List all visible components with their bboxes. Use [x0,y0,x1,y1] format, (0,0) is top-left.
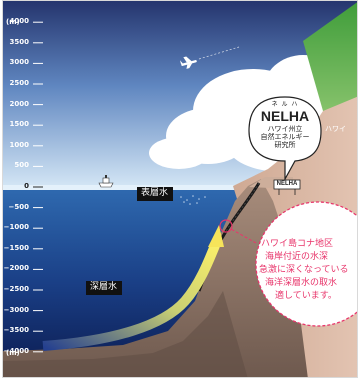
axis-tick-label: 500 [14,161,29,170]
deep-water-arrow [42,241,221,351]
axis-tick-label: −4000 [3,346,29,355]
nelha-sign [273,179,301,190]
axis-tick-label: −3000 [3,305,29,314]
axis-tick-label: 1000 [9,140,29,149]
axis-tick-label: 3500 [9,37,29,46]
sea-surface [3,185,357,190]
surface-water-label: 表層水 [141,188,169,198]
intake-marker [219,219,233,233]
callout-line-5: 適しています。 [275,291,337,301]
nelha-ruby: ネ ル ハ [271,101,299,108]
nelha-bubble [248,96,322,182]
nelha-title: NELHA [260,108,310,124]
arrow-head [208,225,224,247]
axis-tick-label: 4000 [9,17,29,26]
axis-unit-top: (m) [6,18,20,26]
nelha-desc-2: 自然エネルギー [260,133,310,141]
nelha-sign-text: NELHA [276,181,298,187]
island-vegetation [303,2,357,121]
axis-tick-label: 2500 [9,79,29,87]
axis-tick-label: 2000 [9,99,29,108]
axis-tick-label: −500 [8,202,29,211]
ocean-depth-diagram [3,1,357,377]
callout-text: ハワイ島コナ地区 海岸付近の水深 急激に深くなっている 海洋深層水の取水 適して… [259,238,357,303]
callout-line-2: 海岸付近の水深 [265,252,329,262]
deep-water-label: 深層水 [90,282,118,292]
depth-axis [33,21,43,353]
axis-unit-bottom: (m) [6,349,20,357]
deep-water-label-box [86,281,122,295]
axis-tick-label: 0 [24,182,29,190]
nelha-bubble-text: ネ ル ハ NELHA ハワイ州立 自然エネルギー 研究所 [251,102,319,149]
surface-water-label-box [137,187,173,201]
island-label: ハワイ [325,125,346,133]
callout-line-1: ハワイ島コナ地区 [261,239,334,249]
axis-tick-label: −3500 [3,326,29,335]
callout-circle [255,201,357,327]
nelha-desc-1: ハワイ州立 [267,125,303,133]
axis-tick-label: −2000 [3,264,29,273]
axis-tick-label: −1500 [3,243,29,252]
surface-water-sparkles [180,195,206,205]
axis-tick-label: −1000 [3,223,29,232]
axis-tick-label: 1500 [9,120,29,129]
airplane-icon [179,56,197,69]
callout-line-3: 急激に深くなっている [259,265,349,275]
nelha-desc-3: 研究所 [274,141,296,149]
ship-icon [98,175,114,188]
callout-line-4: 海洋深層水の取水 [265,278,338,288]
axis-tick-label: −2500 [3,285,29,293]
axis-tick-label: 3000 [9,58,29,67]
